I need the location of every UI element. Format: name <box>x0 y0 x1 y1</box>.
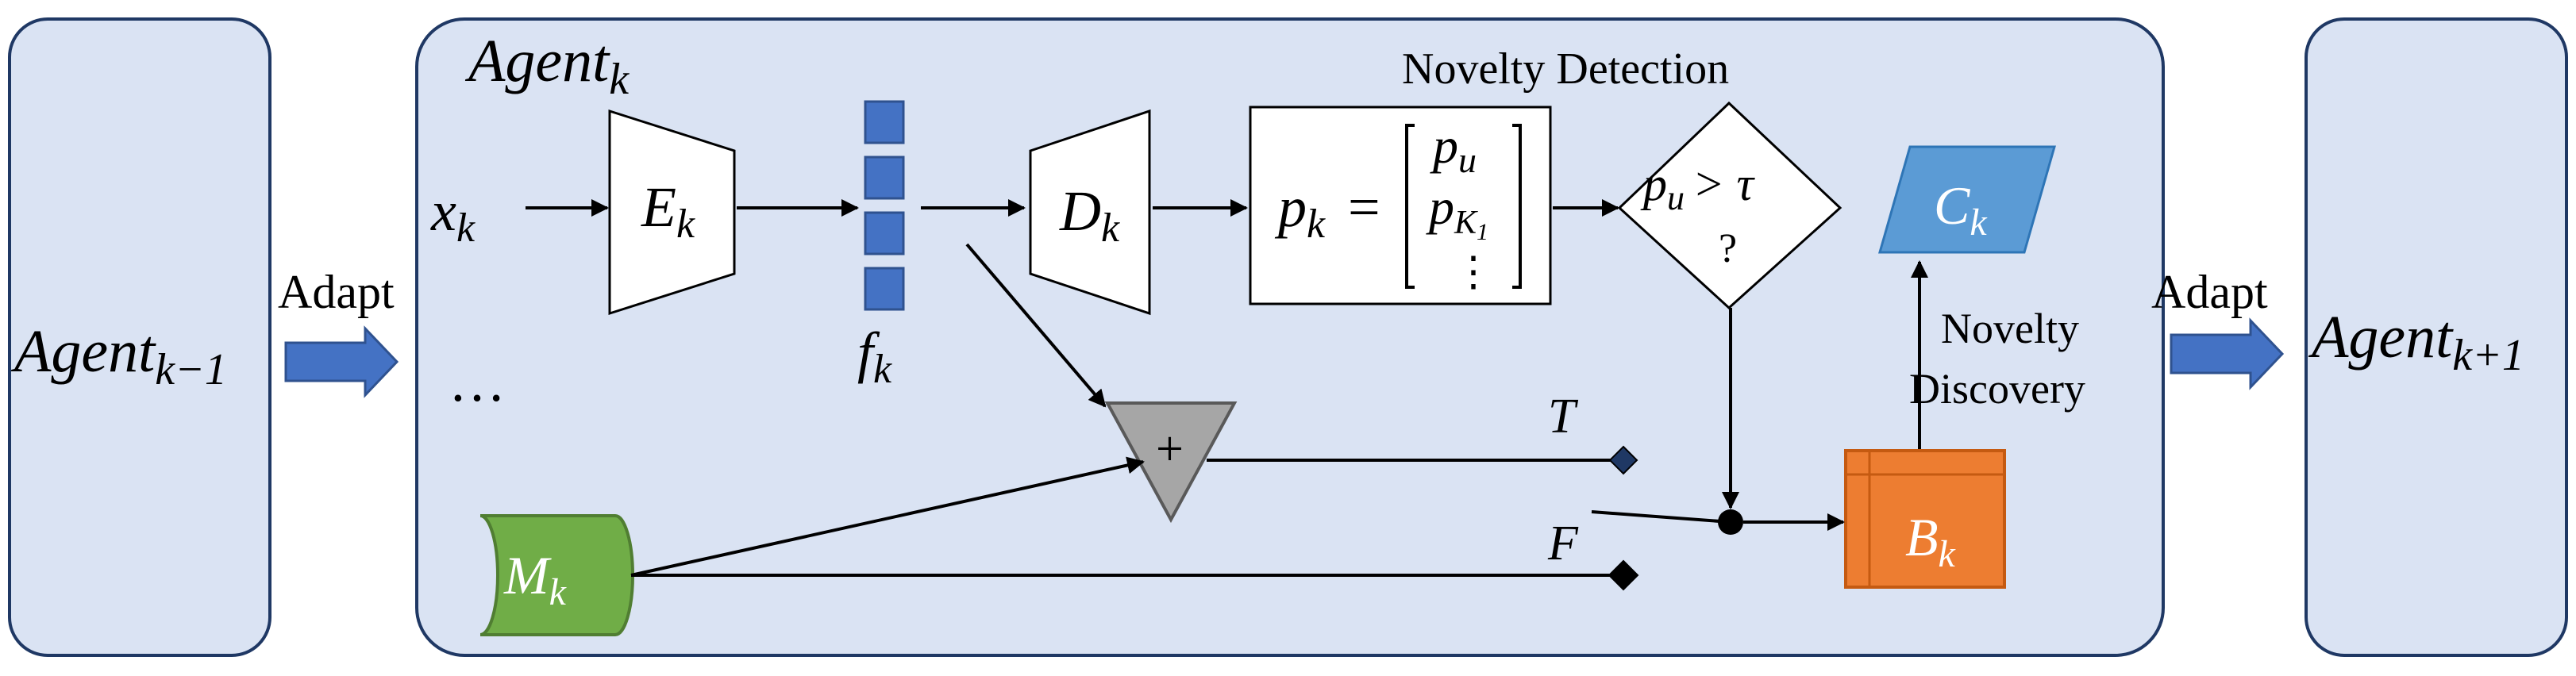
agent-current-label: Agentk <box>464 28 630 104</box>
feature-cell <box>864 156 905 200</box>
novelty-detection-title: Novelty Detection <box>1402 44 1729 94</box>
novelty-discovery-label: Novelty Discovery <box>1909 305 2089 413</box>
decision-question: ? <box>1719 226 1737 271</box>
features-to-sum-arrow <box>965 243 1107 408</box>
bracket-right <box>1512 124 1522 289</box>
buffer-shape <box>1844 449 2006 589</box>
false-label: F <box>1547 517 1579 570</box>
concept-label: Ck <box>1934 175 1988 244</box>
memory-shape <box>479 514 634 636</box>
memory-label: Mk <box>503 545 568 613</box>
adapt-left-label: Adapt <box>278 266 395 318</box>
bracket-left <box>1405 124 1415 289</box>
decoder-label: Dk <box>1059 179 1120 251</box>
encoder-label: Ek <box>641 175 695 247</box>
buffer-label: Bk <box>1905 507 1957 575</box>
probability-lhs: pk <box>1274 175 1326 247</box>
probability-row-ellipsis: ⋮ <box>1453 250 1494 295</box>
encoder-block <box>608 109 736 316</box>
probability-equals: = <box>1348 175 1380 239</box>
input-label: xk <box>430 179 476 251</box>
agent-next-panel <box>2305 17 2568 657</box>
true-label: T <box>1548 390 1579 444</box>
memory-to-sum-arrow <box>630 456 1145 577</box>
feature-cell <box>864 211 905 255</box>
agent-prev-panel <box>8 17 271 657</box>
adapt-right-arrow <box>2170 317 2285 390</box>
probability-row-k1: pK1 <box>1426 179 1488 245</box>
feature-cell <box>864 267 905 311</box>
probability-box <box>1249 106 1552 305</box>
feature-cell <box>864 100 905 144</box>
agent-prev-label: Agentk−1 <box>10 318 227 394</box>
true-terminal <box>1608 445 1638 475</box>
feature-vector <box>864 100 905 311</box>
false-to-merge-line <box>1591 510 1731 524</box>
concept-shape <box>1878 145 2056 254</box>
adapt-left-arrow <box>284 325 399 398</box>
features-label: fk <box>857 321 892 392</box>
probability-row-unknown: pu <box>1430 117 1477 180</box>
sum-symbol: + <box>1156 422 1184 476</box>
false-terminal <box>1608 559 1639 591</box>
adapt-right-label: Adapt <box>2151 266 2268 318</box>
ellipsis-label: … <box>449 350 506 413</box>
decision-condition: pu> τ <box>1640 158 1755 217</box>
decoder-block <box>1029 109 1151 316</box>
agent-next-label: Agentk+1 <box>2308 304 2524 380</box>
